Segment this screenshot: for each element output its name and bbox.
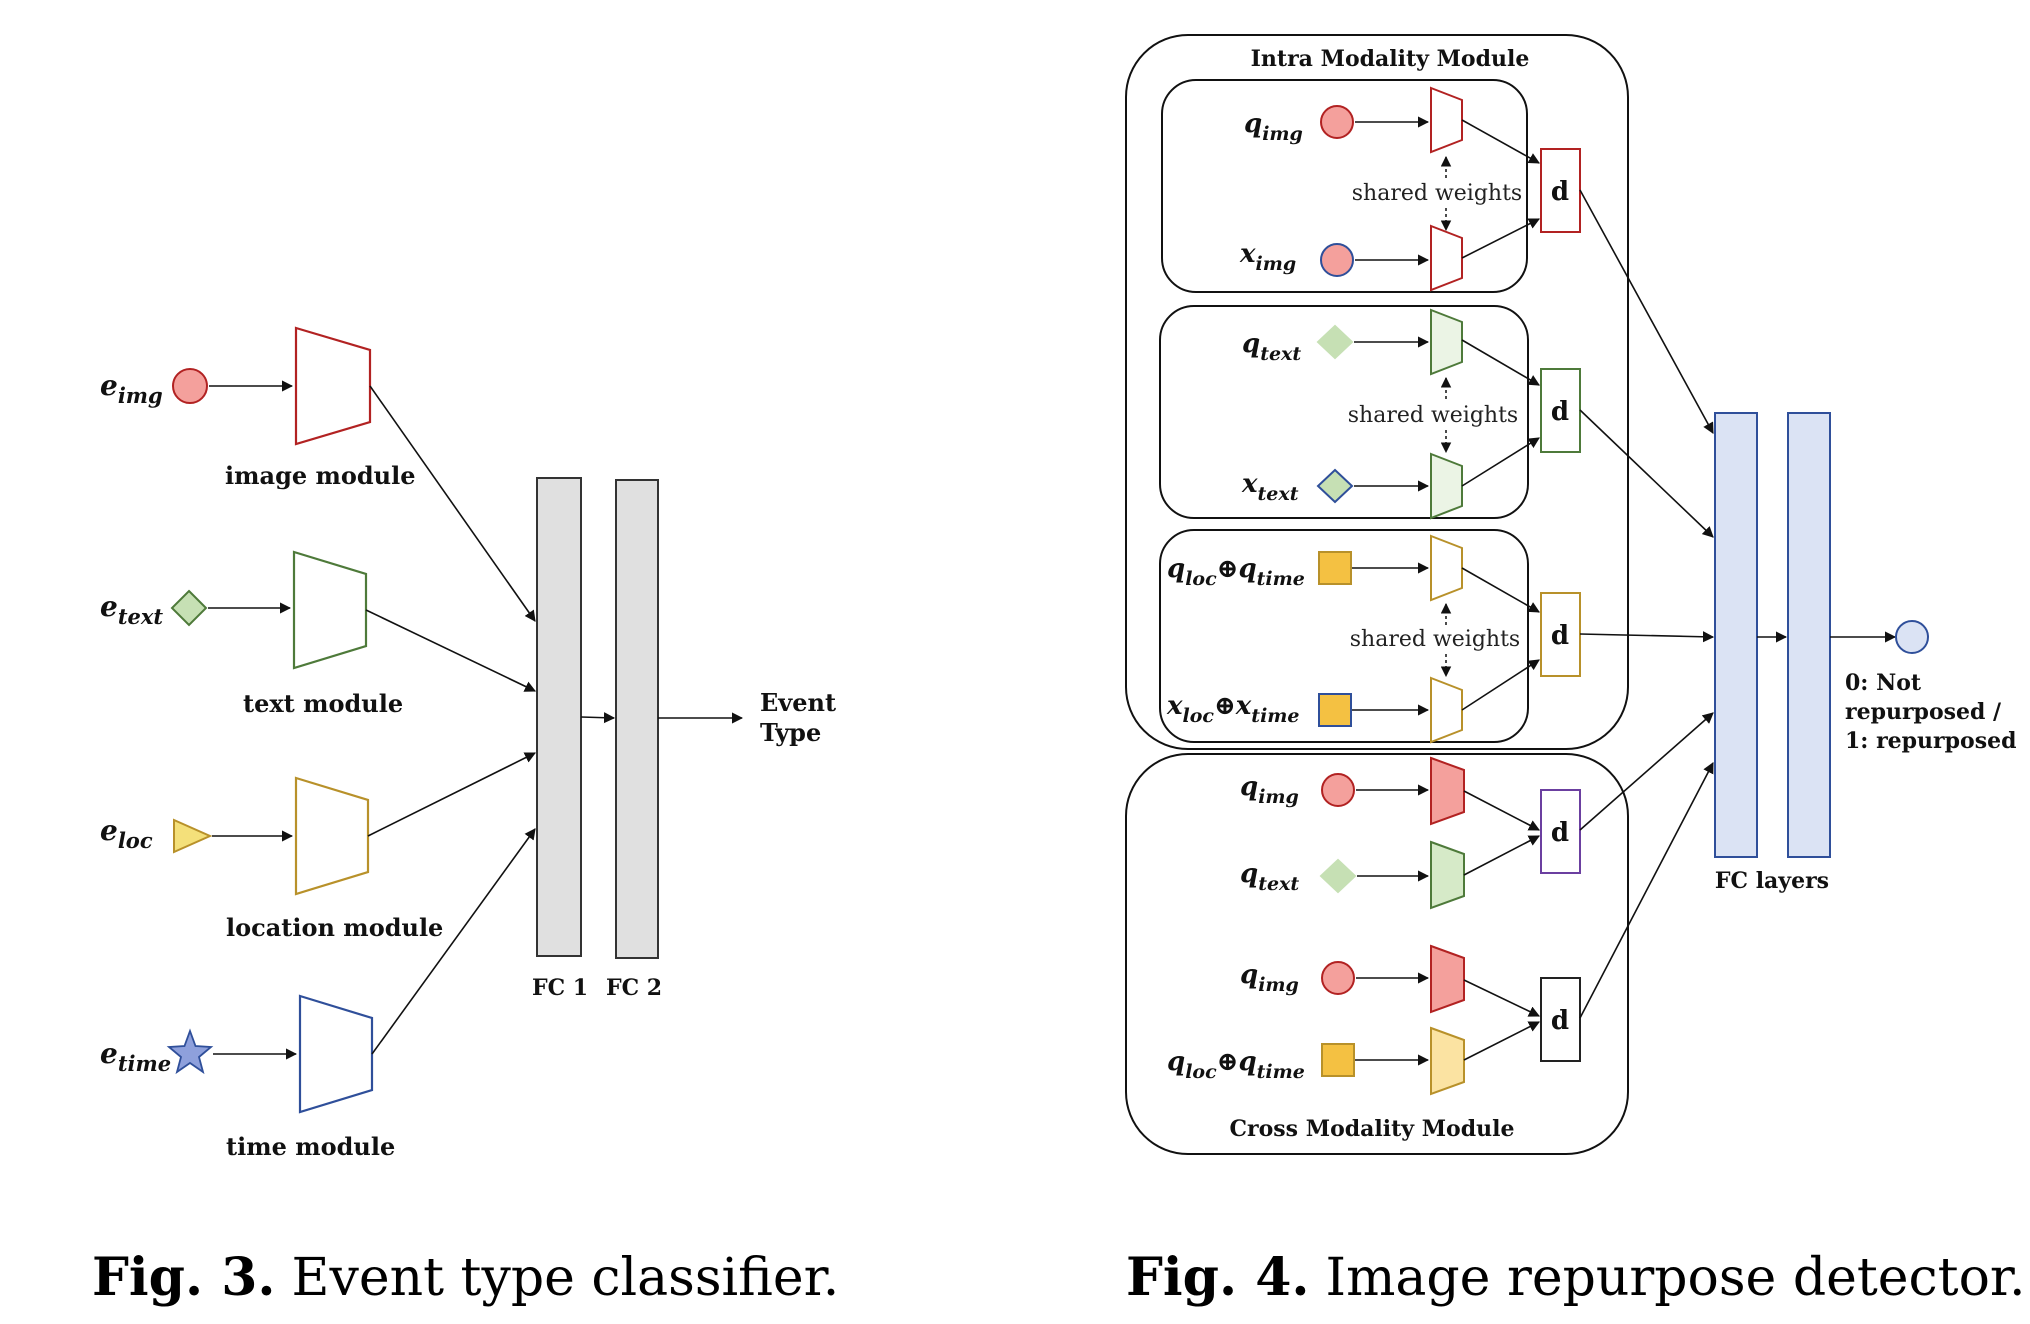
fig4-d-img-text-label: d	[1551, 818, 1569, 848]
fig3-time-module-trapezoid	[298, 994, 374, 1114]
fig4-x-img-encoder	[1430, 224, 1463, 292]
fig4-q-img-label: qimg	[1244, 109, 1303, 145]
fig3-location-module-trapezoid	[294, 776, 370, 896]
fig4-fc-layers-label: FC layers	[1715, 868, 1829, 894]
fig4-q-loc-time-encoder	[1430, 534, 1463, 602]
fig3-image-module-trapezoid	[294, 326, 372, 446]
fig4-cross-q-img-circle-1	[1321, 773, 1355, 807]
fig4-cross-q-loc-time-label: qloc⊕qtime	[1167, 1047, 1305, 1083]
fig4-d-img-text-box	[1540, 789, 1581, 874]
fig4-cross-img-encoder-1	[1430, 756, 1465, 826]
fig4-q-text-diamond	[1316, 324, 1354, 360]
fig4-cross-q-text-diamond	[1319, 858, 1357, 894]
fig4-cross-q-img-label-2: qimg	[1240, 960, 1299, 996]
fig4-cross-title: Cross Modality Module	[1230, 1116, 1515, 1142]
fig4-x-text-encoder	[1430, 452, 1463, 520]
fig3-caption: Fig. 3.Event type classifier.	[92, 1247, 839, 1308]
fig3-time-module-label: time module	[226, 1132, 395, 1161]
fig3-text-input-diamond	[170, 589, 208, 627]
fig4-d-text-label: d	[1551, 397, 1569, 427]
fig3-image-module-label: image module	[225, 461, 416, 490]
fig3-fc2-block	[615, 479, 659, 959]
fig4-cross-modality-module	[1125, 753, 1629, 1155]
fig4-cross-q-img-label: qimg	[1240, 772, 1299, 808]
fig3-input-e-loc: eloc	[100, 814, 153, 853]
fig4-q-text-encoder	[1430, 308, 1463, 376]
fig4-q-text-label: qtext	[1242, 329, 1301, 365]
fig3-input-e-img: eimg	[100, 369, 163, 408]
fig4-d-loc-time-box	[1540, 592, 1581, 677]
fig3-text-module-label: text module	[243, 689, 403, 718]
fig3-fc1-label: FC 1	[532, 975, 588, 1001]
fig4-d-text-box	[1540, 368, 1581, 453]
fig3-image-input-circle	[172, 368, 208, 404]
fig4-q-loc-time-square	[1318, 551, 1352, 585]
fig3-location-input-triangle	[173, 818, 213, 854]
fig4-cross-text-encoder	[1430, 840, 1465, 910]
fig4-fc-layer-1	[1714, 412, 1758, 858]
fig4-q-img-encoder	[1430, 86, 1463, 154]
fig4-x-loc-time-square	[1318, 693, 1352, 727]
fig4-intra-modality-module	[1125, 34, 1629, 750]
fig3-input-e-time: etime	[100, 1037, 171, 1076]
fig4-x-text-diamond	[1316, 468, 1354, 504]
fig3-time-input-star	[166, 1028, 214, 1075]
fig4-q-img-circle	[1320, 105, 1354, 139]
fig4-shared-weights-1: shared weights	[1352, 181, 1522, 206]
fig3-input-e-text: etext	[100, 590, 163, 629]
fig4-cross-q-img-circle-2	[1321, 961, 1355, 995]
fig4-shared-weights-3: shared weights	[1350, 627, 1520, 652]
fig3-fc1-block	[536, 477, 582, 957]
fig4-d-img-loc-time-label: d	[1551, 1006, 1569, 1036]
fig4-cross-q-loc-time-square	[1321, 1043, 1355, 1077]
fig4-fc-layer-2	[1787, 412, 1831, 858]
fig4-caption: Fig. 4.Image repurpose detector.	[1126, 1247, 2026, 1308]
fig4-q-loc-time-label: qloc⊕qtime	[1167, 554, 1305, 590]
fig3-fc2-label: FC 2	[606, 975, 662, 1001]
fig4-output-node	[1895, 620, 1929, 654]
fig4-intra-title: Intra Modality Module	[1251, 46, 1530, 72]
fig4-d-img-loc-time-box	[1540, 977, 1581, 1062]
fig3-text-module-trapezoid	[292, 550, 368, 670]
fig4-cross-q-text-label: qtext	[1240, 859, 1299, 895]
fig4-x-img-label: ximg	[1239, 239, 1296, 275]
fig4-image-repurpose-detector: Intra Modality Module qimg shared weight…	[1125, 34, 2026, 1308]
fig4-text-pair-box	[1159, 305, 1529, 519]
fig4-cross-loc-time-encoder	[1430, 1026, 1465, 1096]
fig4-d-loc-time-label: d	[1551, 621, 1569, 651]
fig4-img-pair-box	[1161, 79, 1528, 293]
fig3-event-type-classifier: eimg image module etext text module eloc…	[92, 326, 839, 1308]
fig4-d-img-label: d	[1551, 177, 1569, 207]
fig4-cross-img-encoder-2	[1430, 944, 1465, 1014]
fig3-location-module-label: location module	[226, 913, 443, 942]
fig4-x-loc-time-encoder	[1430, 676, 1463, 744]
fig4-x-img-circle	[1320, 243, 1354, 277]
fig4-x-text-label: xtext	[1241, 469, 1299, 505]
fig4-x-loc-time-label: xloc⊕xtime	[1166, 691, 1299, 727]
fig4-loc-time-pair-box	[1159, 529, 1529, 743]
fig4-d-img-box	[1540, 148, 1581, 233]
fig4-shared-weights-2: shared weights	[1348, 403, 1518, 428]
